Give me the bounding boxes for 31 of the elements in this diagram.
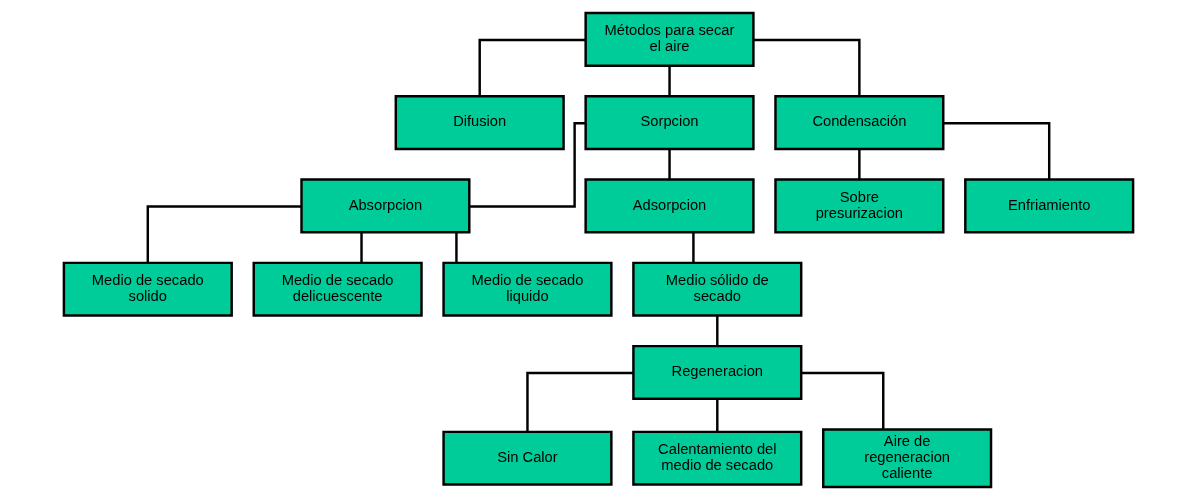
connector [667,149,671,180]
connector [469,122,585,208]
node-box: Condensación [773,95,944,151]
node-box: Enfriamiento [963,178,1134,234]
connector [800,371,884,430]
connector [454,232,458,263]
node-box: Adsorpcion [583,178,755,234]
node-box: Regeneracion [631,344,802,401]
node-box: Sorpcion [583,95,755,151]
connector [753,38,861,96]
node-box: Absorpcion [299,178,470,234]
node-box: Sobre presurizacion [773,178,944,234]
node-box: Calentamiento del medio de secado [631,430,802,486]
node-box: Sin Calor [441,430,613,486]
node-box: Medio de secado solido [62,261,233,317]
connector [943,122,1050,180]
connector [477,38,585,96]
connector [146,205,301,263]
node-box: Medio de secado liquido [441,261,613,317]
node-box: Medio de secado delicuescente [252,261,423,317]
connector [715,315,719,346]
node-box: Métodos para secar el aire [583,11,755,67]
connector [715,399,719,432]
connector [857,149,861,180]
node-box: Medio sólido de secado [631,261,802,317]
node-box: Difusion [394,95,565,151]
node-box: Aire de regeneracion caliente [821,428,992,489]
connector [667,65,671,97]
connector [525,371,633,432]
connector [691,232,695,263]
connector [359,232,363,263]
